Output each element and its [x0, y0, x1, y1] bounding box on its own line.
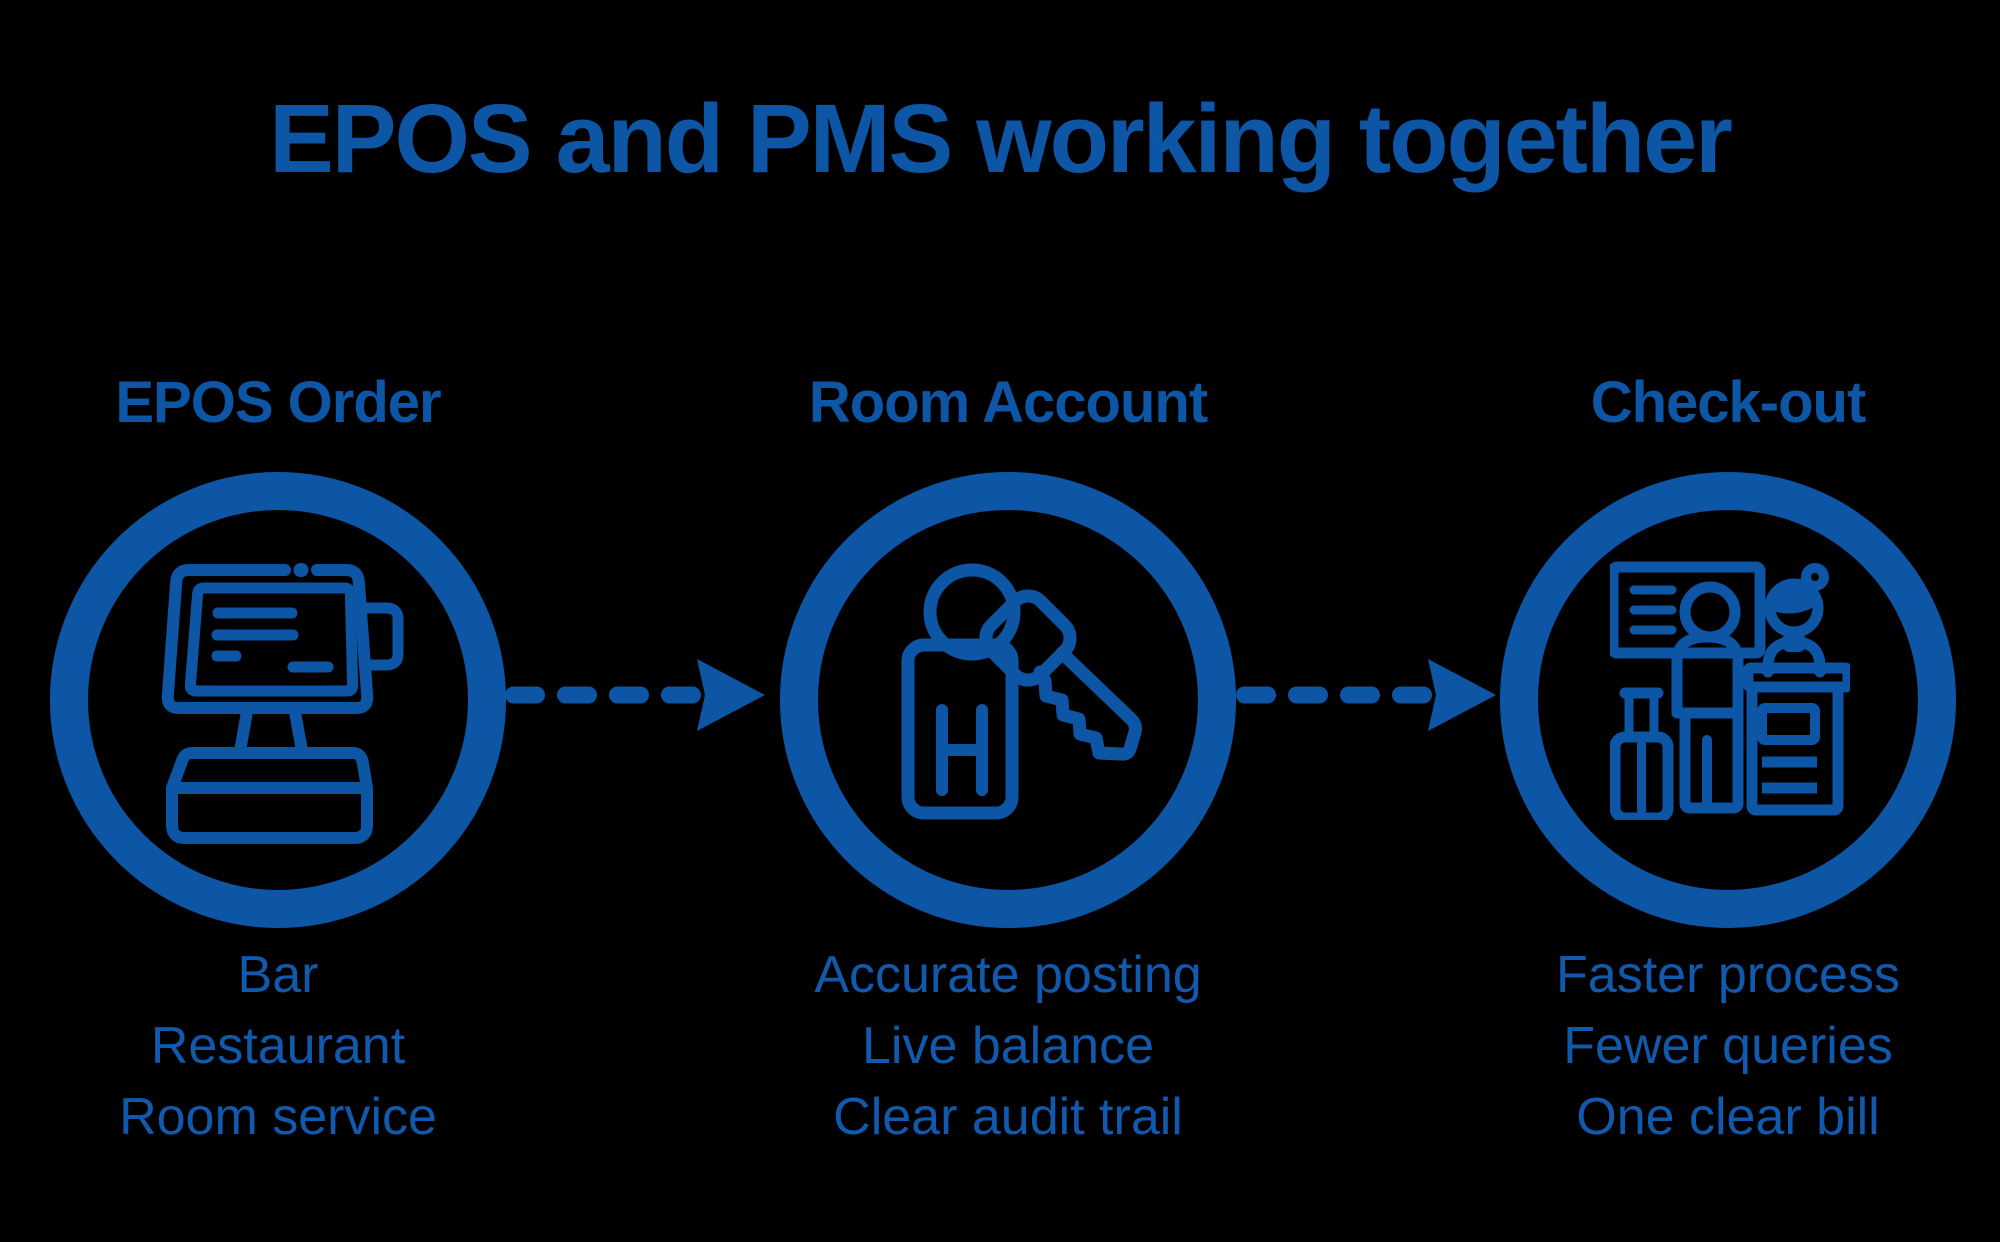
step-heading-epos-order: EPOS Order [115, 370, 441, 435]
benefit-line: One clear bill [1576, 1088, 1880, 1146]
hotel-key-icon [901, 563, 1142, 820]
benefit-line: Restaurant [150, 1017, 406, 1075]
step-epos-order: EPOS Order B [0, 374, 578, 1153]
benefit-line: Accurate posting [814, 946, 1202, 1004]
dashed-arrow-2 [1236, 659, 1496, 731]
step-circle-room-account [780, 472, 1236, 928]
step-room-account: Room Account Accurate posting Live balan… [708, 374, 1308, 1153]
checkout-desk-icon [1610, 561, 1850, 820]
benefit-line: Live balance [862, 1017, 1154, 1075]
dashed-arrow-1 [505, 659, 765, 731]
step-benefits-epos-order: Bar Restaurant Room service [0, 940, 578, 1153]
benefit-line: Clear audit trail [833, 1088, 1183, 1146]
step-benefits-check-out: Faster process Fewer queries One clear b… [1428, 940, 2000, 1153]
benefit-line: Faster process [1556, 946, 1900, 1004]
step-heading-check-out: Check-out [1590, 370, 1867, 435]
step-check-out: Check-out [1428, 374, 2000, 1153]
benefit-line: Room service [119, 1088, 437, 1146]
benefit-line: Fewer queries [1563, 1017, 1893, 1075]
page-title: EPOS and PMS working together [269, 84, 1733, 193]
step-circle-epos-order [50, 472, 506, 928]
pos-terminal-icon [161, 563, 404, 844]
benefit-line: Bar [237, 946, 319, 1004]
step-benefits-room-account: Accurate posting Live balance Clear audi… [708, 940, 1308, 1153]
step-circle-check-out [1500, 472, 1956, 928]
step-heading-room-account: Room Account [808, 370, 1208, 435]
